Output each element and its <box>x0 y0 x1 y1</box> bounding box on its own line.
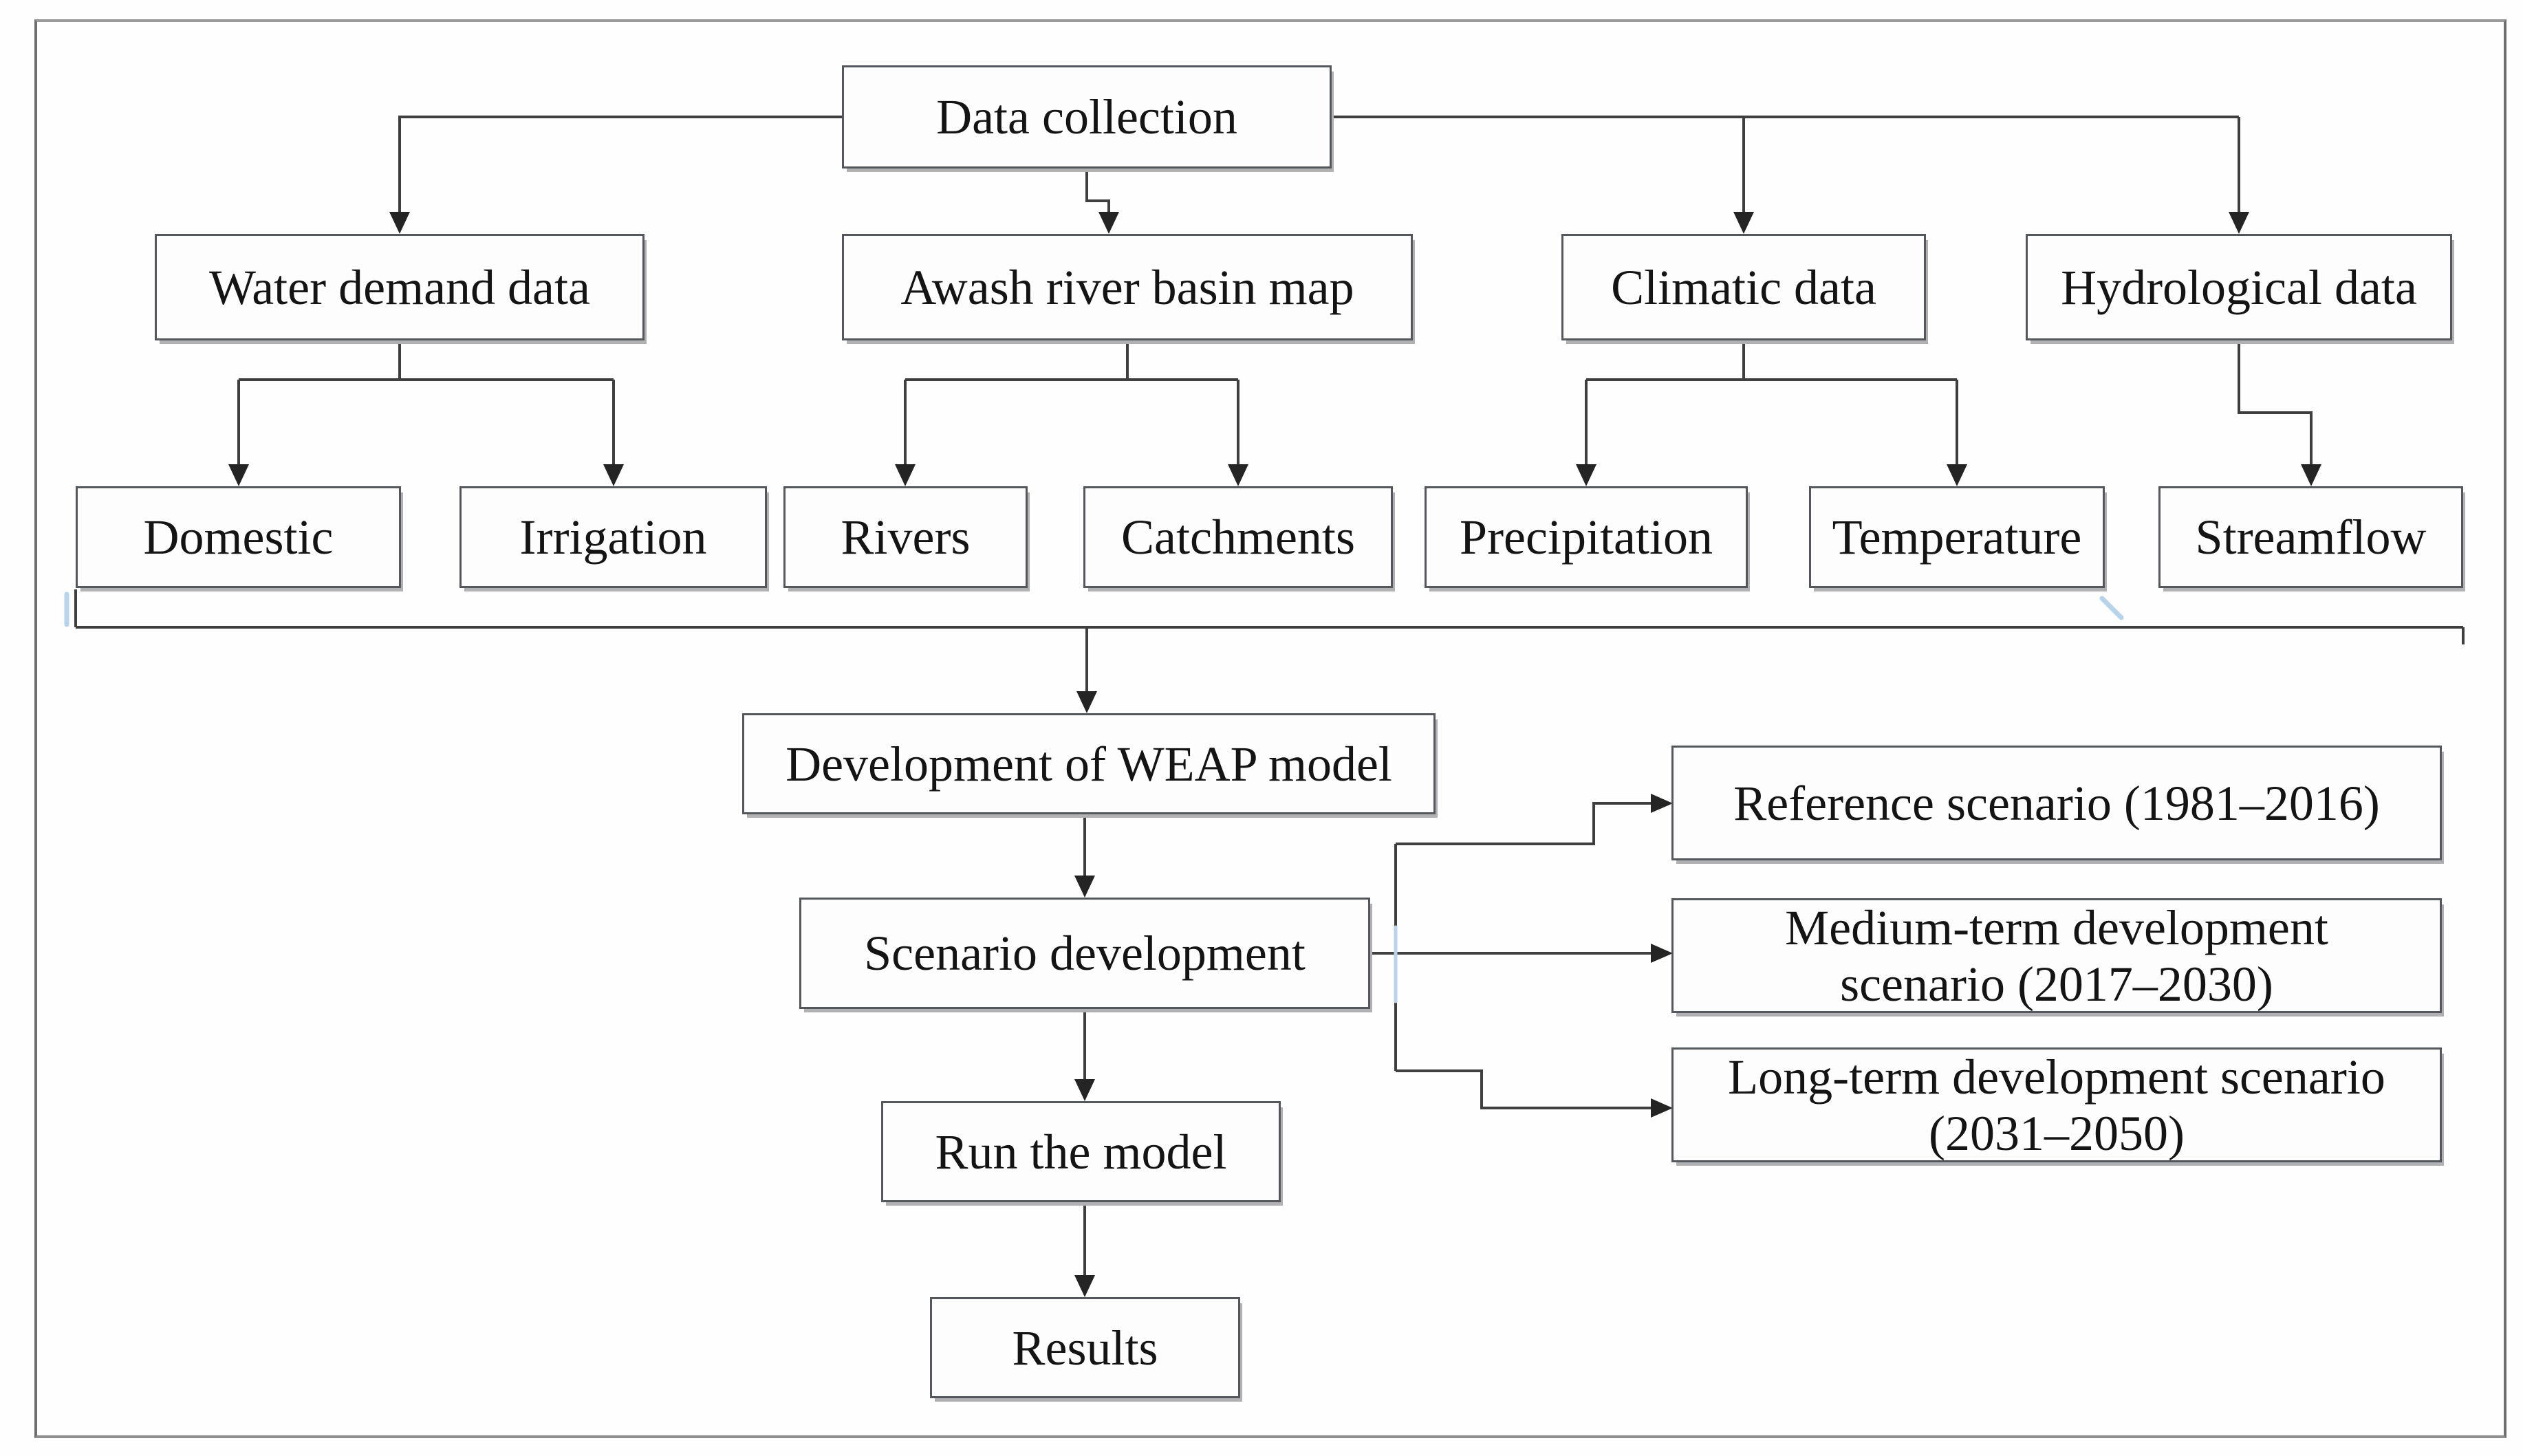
edge-climatic-split <box>1585 340 1958 468</box>
node-development-of-weap-model-label: Development of WEAP model <box>786 736 1392 792</box>
arrowhead <box>389 212 410 234</box>
node-hydrological-data: Hydrological data <box>2026 234 2452 340</box>
node-reference-scenario: Reference scenario (1981–2016) <box>1671 746 2442 860</box>
node-medium-term-scenario-label-line2: scenario (2017–2030) <box>1840 956 2273 1012</box>
node-scenario-development-label: Scenario development <box>864 926 1306 981</box>
arrowhead <box>1098 212 1119 234</box>
node-results-label: Results <box>1012 1320 1158 1376</box>
arrowhead <box>2229 212 2249 234</box>
node-long-term-scenario-label-line2: (2031–2050) <box>1929 1105 2185 1161</box>
node-water-demand-data-label: Water demand data <box>209 259 590 315</box>
arrowhead <box>1076 691 1097 713</box>
node-medium-term-scenario-label-line1: Medium-term development <box>1785 900 2328 955</box>
node-precipitation: Precipitation <box>1425 486 1748 588</box>
arrowhead <box>1651 944 1673 963</box>
edge-datacollection-awash <box>1085 169 1110 216</box>
node-catchments: Catchments <box>1083 486 1393 588</box>
node-data-collection: Data collection <box>842 65 1332 169</box>
node-medium-term-scenario: Medium-term development scenario (2017–2… <box>1671 898 2442 1013</box>
edge-scenario-reference <box>1396 802 1654 845</box>
edge-scenario-long <box>1396 1069 1654 1109</box>
node-run-the-model-label: Run the model <box>935 1124 1227 1180</box>
arrowhead <box>1074 1079 1095 1101</box>
node-awash-river-basin-map-label: Awash river basin map <box>900 259 1354 315</box>
edge-datacollection-waterdemand <box>398 116 842 216</box>
edge-hydrological-streamflow <box>2238 340 2313 468</box>
node-temperature-label: Temperature <box>1832 510 2082 565</box>
node-irrigation: Irrigation <box>459 486 767 588</box>
collector-bus <box>74 589 2465 644</box>
scan-artifact <box>2099 596 2124 620</box>
node-long-term-scenario-label-line1: Long-term development scenario <box>1728 1049 2385 1105</box>
node-catchments-label: Catchments <box>1121 510 1355 565</box>
arrowhead <box>1733 212 1754 234</box>
arrowhead <box>1947 464 1967 486</box>
node-data-collection-label: Data collection <box>936 89 1237 144</box>
arrowhead <box>1651 794 1673 813</box>
node-irrigation-label: Irrigation <box>519 510 707 565</box>
node-temperature: Temperature <box>1809 486 2105 588</box>
node-streamflow-label: Streamflow <box>2195 510 2427 565</box>
node-domestic: Domestic <box>76 486 401 588</box>
edge-awash-split <box>904 340 1239 468</box>
node-climatic-data: Climatic data <box>1561 234 1926 340</box>
node-streamflow: Streamflow <box>2158 486 2463 588</box>
arrowhead <box>1576 464 1596 486</box>
node-awash-river-basin-map: Awash river basin map <box>842 234 1413 340</box>
node-rivers-label: Rivers <box>841 510 971 565</box>
node-results: Results <box>930 1297 1240 1398</box>
node-run-the-model: Run the model <box>881 1101 1281 1202</box>
figure-border <box>34 19 2506 1438</box>
node-reference-scenario-label: Reference scenario (1981–2016) <box>1733 775 2380 831</box>
arrowhead <box>1074 876 1095 898</box>
arrowhead <box>603 464 624 486</box>
node-domestic-label: Domestic <box>143 510 334 565</box>
arrowhead <box>2301 464 2321 486</box>
node-long-term-scenario: Long-term development scenario (2031–205… <box>1671 1047 2442 1162</box>
node-precipitation-label: Precipitation <box>1460 510 1713 565</box>
node-development-of-weap-model: Development of WEAP model <box>742 713 1436 814</box>
arrowhead <box>895 464 916 486</box>
node-water-demand-data: Water demand data <box>155 234 645 340</box>
arrowhead <box>1651 1098 1673 1118</box>
node-rivers: Rivers <box>783 486 1028 588</box>
node-climatic-data-label: Climatic data <box>1611 259 1876 315</box>
node-hydrological-data-label: Hydrological data <box>2061 259 2417 315</box>
arrowhead <box>1228 464 1248 486</box>
arrowhead <box>1074 1275 1095 1297</box>
arrowhead <box>228 464 249 486</box>
node-scenario-development: Scenario development <box>799 898 1370 1009</box>
edge-waterdemand-split <box>237 340 615 468</box>
